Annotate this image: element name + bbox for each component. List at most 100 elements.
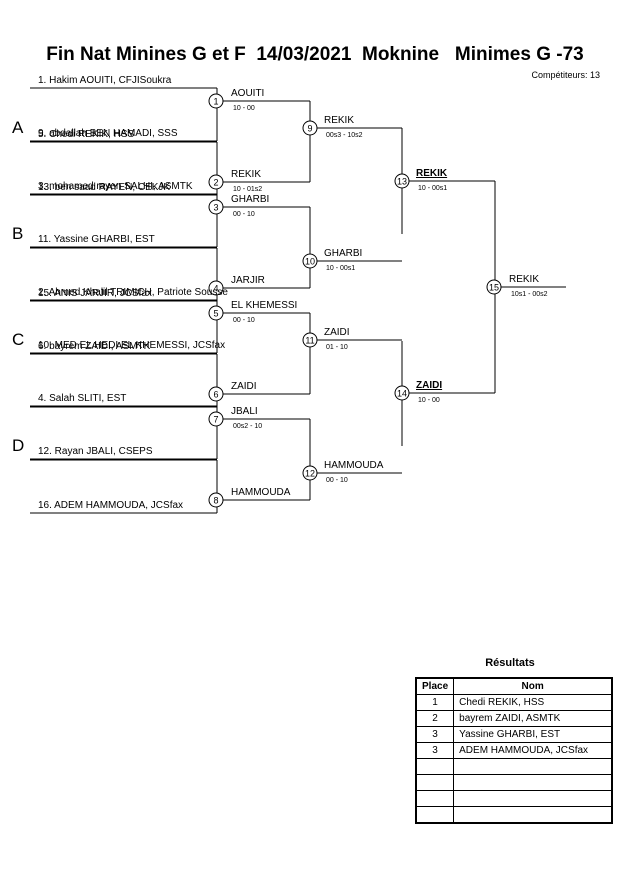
- pool-label-a: A: [12, 118, 24, 137]
- results-name: bayrem ZAIDI, ASMTK: [453, 710, 613, 727]
- results-place: 2: [415, 710, 455, 727]
- winner-name: HAMMOUDA: [324, 460, 384, 471]
- winner-name: GHARBI: [324, 248, 363, 259]
- match-circle: [302, 332, 318, 348]
- match-circle: [208, 411, 224, 427]
- match-circle: [394, 173, 410, 189]
- winner-name: EL KHEMESSI: [231, 300, 298, 311]
- results-row: [415, 806, 613, 824]
- match-number: 2: [213, 178, 218, 188]
- match-circle: [208, 174, 224, 190]
- entry-name: 5. Chedi REKIK, HSS: [38, 129, 135, 140]
- pool-label-c: C: [12, 330, 25, 349]
- results-name: [453, 806, 613, 824]
- match-score: 10 - 00s1: [418, 185, 448, 192]
- match-number: 14: [397, 389, 407, 399]
- match-score: 00 - 10: [233, 317, 255, 324]
- entry-name: 3. mohamed rayen SALHI, ASMTK: [38, 181, 193, 192]
- match-number: 5: [213, 309, 218, 319]
- competitor-count: Compétiteurs: 13: [531, 70, 600, 80]
- match-score: 00 - 10: [233, 211, 255, 218]
- match-number: 9: [307, 124, 312, 134]
- entry-name: 6. bayrem ZAIDI, ASMTK: [38, 341, 151, 352]
- winner-name: REKIK: [416, 168, 448, 179]
- match-number: 15: [489, 283, 499, 293]
- winner-name: REKIK: [324, 115, 355, 126]
- entry-name: 11. Yassine GHARBI, EST: [38, 234, 155, 245]
- match-circle: [208, 492, 224, 508]
- match-circle: [208, 305, 224, 321]
- match-number: 11: [305, 336, 314, 346]
- results-name: [453, 774, 613, 791]
- match-number: 1: [213, 97, 218, 107]
- match-circle: [208, 386, 224, 402]
- entry-name: 13. ben saad RAYEN, CEKJK: [38, 182, 171, 193]
- entry-name: 10. MED EL HEDI EL KHEMESSI, JCSfax: [38, 340, 226, 351]
- results-place: 3: [415, 742, 455, 759]
- match-circle: [486, 279, 502, 295]
- results-name: Chedi REKIK, HSS: [453, 694, 613, 711]
- entry-name: 12. Rayan JBALI, CSEPS: [38, 446, 153, 457]
- winner-name: REKIK: [509, 274, 540, 285]
- results-row: [415, 774, 613, 791]
- results-name: Yassine GHARBI, EST: [453, 726, 613, 743]
- page-title: Fin Nat Minines G et F 14/03/2021 Moknin…: [46, 44, 584, 65]
- results-place-header: Place: [415, 677, 455, 695]
- match-score: 01 - 10: [326, 344, 348, 351]
- results-place: [415, 758, 455, 775]
- results-row: [415, 790, 613, 807]
- results-place: 1: [415, 694, 455, 711]
- match-circle: [394, 385, 410, 401]
- match-number: 8: [213, 496, 218, 506]
- results-name: [453, 758, 613, 775]
- entry-name: 1. Hakim AOUITI, CFJISoukra: [38, 75, 172, 86]
- results-place: [415, 790, 455, 807]
- results-place: [415, 806, 455, 824]
- match-number: 3: [213, 203, 218, 213]
- pool-label-d: D: [12, 436, 25, 455]
- entry-name: 4. Salah SLITI, EST: [38, 393, 127, 404]
- match-score: 00s3 - 10s2: [326, 132, 363, 139]
- match-number: 6: [213, 390, 218, 400]
- match-number: 12: [305, 469, 315, 479]
- winner-name: ZAIDI: [416, 380, 443, 391]
- match-circle: [208, 280, 224, 296]
- match-circle: [302, 253, 318, 269]
- entry-name: 15. ANIS JARJIR, JCSfax: [38, 288, 152, 299]
- match-number: 4: [213, 284, 218, 294]
- match-score: 00 - 10: [326, 477, 348, 484]
- results-name: ADEM HAMMOUDA, JCSfax: [453, 742, 613, 759]
- winner-name: JARJIR: [231, 275, 265, 286]
- match-circle: [208, 93, 224, 109]
- match-number: 10: [305, 257, 315, 267]
- results-place: [415, 774, 455, 791]
- results-row: [415, 758, 613, 775]
- results-title: Résultats: [485, 657, 535, 669]
- match-score: 10 - 00s1: [326, 265, 356, 272]
- winner-name: GHARBI: [231, 194, 270, 205]
- match-score: 00s2 - 10: [233, 423, 263, 430]
- winner-name: ZAIDI: [324, 327, 350, 338]
- match-score: 10s1 - 00s2: [511, 291, 548, 298]
- results-place: 3: [415, 726, 455, 743]
- results-name-header: Nom: [453, 677, 613, 695]
- entry-name: 2. Ahmed Khalil TRIMICH, Patriote Sousse: [38, 287, 228, 298]
- entry-name: 16. ADEM HAMMOUDA, JCSfax: [38, 500, 184, 511]
- pool-label-b: B: [12, 224, 24, 243]
- winner-name: REKIK: [231, 169, 262, 180]
- match-circle: [208, 199, 224, 215]
- results-name: [453, 790, 613, 807]
- match-circle: [302, 465, 318, 481]
- match-number: 13: [397, 177, 407, 187]
- entry-name: 9. abdallah BEN HAMADI, SSS: [38, 128, 178, 139]
- match-circle: [302, 120, 318, 136]
- match-score: 10 - 00: [418, 397, 440, 404]
- match-score: 10 - 00: [233, 105, 255, 112]
- winner-name: JBALI: [231, 406, 258, 417]
